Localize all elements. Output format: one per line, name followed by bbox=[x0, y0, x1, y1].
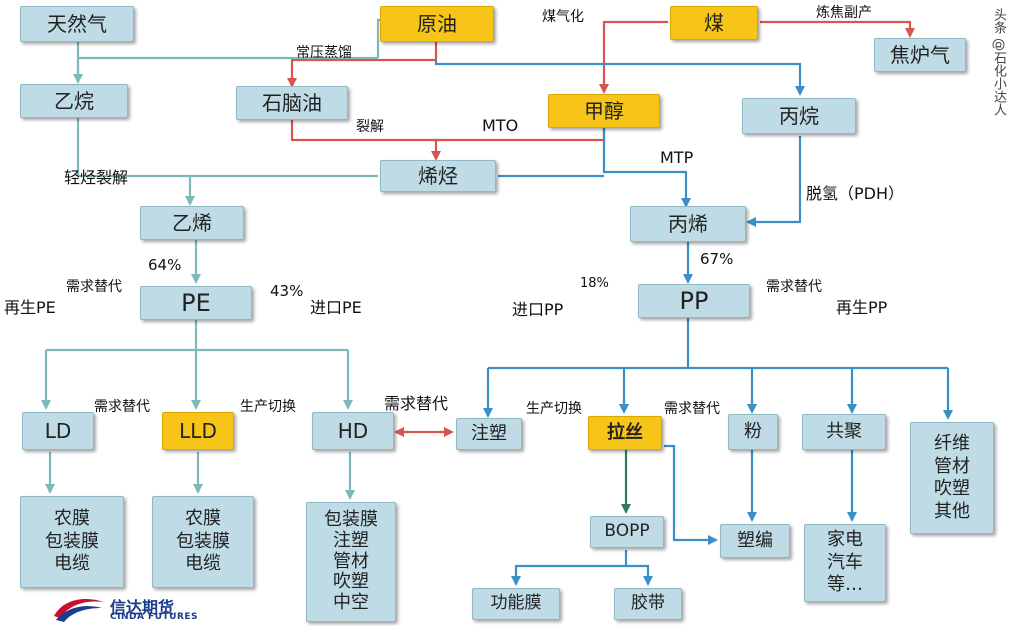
edge-methanol-to-olefins bbox=[436, 128, 606, 142]
node-lld: LLD bbox=[162, 412, 234, 450]
label-inj-draw-switch: 生产切换 bbox=[526, 401, 582, 417]
label-atm-distill: 常压蒸馏 bbox=[296, 45, 352, 61]
node-coal: 煤 bbox=[670, 6, 758, 40]
edge-methanol-to-propylene bbox=[602, 128, 691, 208]
node-fiber-group: 纤维 管材 吹塑 其他 bbox=[910, 422, 994, 534]
node-crude-oil: 原油 bbox=[380, 6, 494, 42]
node-ethane: 乙烷 bbox=[20, 84, 128, 118]
node-propylene: 丙烯 bbox=[630, 206, 746, 242]
label-pdh: 脱氢（PDH） bbox=[806, 184, 905, 203]
edge-coal-to-methanol bbox=[599, 20, 668, 94]
edge-drawing-to-woven bbox=[664, 444, 718, 545]
label-hd-inj-sub: 需求替代 bbox=[384, 394, 449, 413]
node-coke-gas: 焦炉气 bbox=[874, 38, 966, 72]
node-methanol: 甲醇 bbox=[548, 94, 660, 128]
label-pp-share: 67% bbox=[700, 250, 734, 268]
label-mtp: MTP bbox=[660, 148, 694, 167]
label-pp-demand-sub: 需求替代 bbox=[766, 279, 822, 295]
edge-naphtha-to-olefins bbox=[290, 118, 441, 161]
node-propane: 丙烷 bbox=[742, 98, 856, 134]
logo-text-cn: 信达期货 bbox=[110, 598, 175, 617]
node-pp: PP bbox=[638, 284, 750, 318]
edge-ethane-to-ethylene bbox=[76, 118, 195, 206]
node-ld: LD bbox=[22, 412, 94, 450]
node-copolymer: 共聚 bbox=[802, 414, 886, 450]
edge-pp-bus bbox=[488, 318, 948, 370]
label-pe-import: 进口PE bbox=[310, 298, 362, 317]
label-light-cracking: 轻烃裂解 bbox=[64, 168, 129, 187]
node-functional-film: 功能膜 bbox=[472, 588, 560, 620]
cinda-futures-logo: 信达期货 CINDA FUTURES bbox=[52, 592, 232, 626]
label-coking-byproduct: 炼焦副产 bbox=[816, 5, 872, 21]
label-cracking: 裂解 bbox=[356, 119, 384, 135]
edge-propane-to-propylene bbox=[746, 136, 802, 227]
label-mto: MTO bbox=[482, 116, 519, 135]
label-draw-powder-sub: 需求替代 bbox=[664, 401, 720, 417]
node-injection: 注塑 bbox=[456, 418, 522, 450]
logo-text-en: CINDA FUTURES bbox=[110, 612, 199, 622]
label-pe-demand-sub: 需求替代 bbox=[66, 279, 122, 295]
edge-crude-to-propane bbox=[434, 60, 805, 96]
cinda-logo-icon bbox=[54, 598, 104, 622]
node-ld-uses: 农膜 包装膜 电缆 bbox=[20, 496, 124, 588]
node-tape: 胶带 bbox=[614, 588, 682, 620]
label-pp-import: 进口PP bbox=[512, 300, 564, 319]
label-pp-recycled: 再生PP bbox=[836, 298, 888, 317]
node-naphtha: 石脑油 bbox=[236, 86, 348, 120]
node-bopp: BOPP bbox=[590, 516, 664, 548]
label-pp-import-share: 18% bbox=[580, 276, 609, 291]
node-pe: PE bbox=[140, 286, 252, 320]
label-coal-gasify: 煤气化 bbox=[542, 9, 584, 25]
node-hd: HD bbox=[312, 412, 394, 450]
label-pe-share: 64% bbox=[148, 256, 182, 274]
node-copolymer-uses: 家电 汽车 等… bbox=[804, 524, 886, 602]
node-drawing: 拉丝 bbox=[588, 416, 662, 450]
node-woven: 塑编 bbox=[720, 524, 790, 558]
label-lld-hd-switch: 生产切换 bbox=[240, 399, 296, 415]
edge-bopp-to-tape bbox=[626, 564, 653, 586]
watermark-text: 头条 @石化小达人 bbox=[991, 8, 1006, 117]
node-lld-uses: 农膜 包装膜 电缆 bbox=[152, 496, 254, 588]
edge-bopp-to-film bbox=[511, 550, 628, 586]
label-pe-recycled: 再生PE bbox=[4, 298, 56, 317]
edge-crude-to-gas-line bbox=[376, 18, 380, 58]
node-olefins: 烯烃 bbox=[380, 160, 496, 192]
edge-pe-bus bbox=[46, 318, 348, 352]
edge-crude-to-naphtha bbox=[287, 40, 438, 88]
node-powder: 粉 bbox=[728, 414, 778, 450]
node-natural-gas: 天然气 bbox=[20, 6, 134, 42]
label-pe-import-share: 43% bbox=[270, 282, 304, 300]
label-ld-lld-sub: 需求替代 bbox=[94, 399, 150, 415]
node-hd-uses: 包装膜 注塑 管材 吹塑 中空 bbox=[306, 502, 396, 622]
edge-coal-to-cokegas bbox=[760, 20, 915, 38]
node-ethylene: 乙烯 bbox=[140, 206, 244, 240]
